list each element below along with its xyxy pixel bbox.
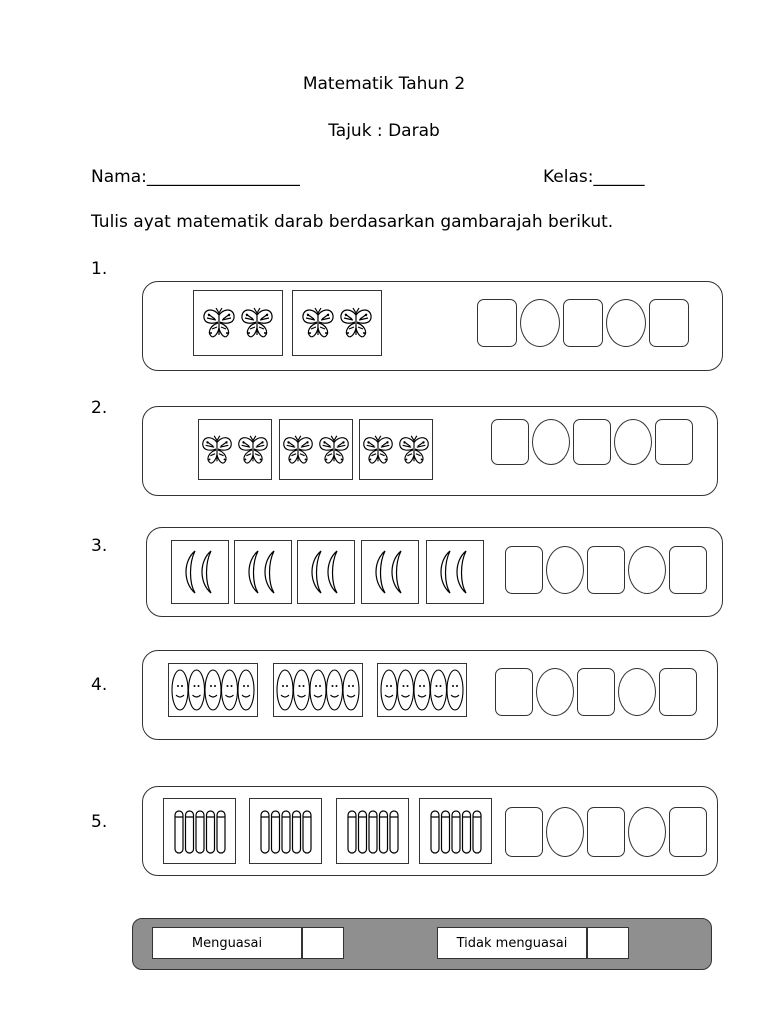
operator-oval[interactable]	[520, 299, 560, 347]
picture-group	[361, 540, 419, 604]
banana-icon	[433, 547, 477, 597]
picture-group	[336, 798, 409, 864]
question-4-row	[142, 650, 718, 740]
answer-box[interactable]	[495, 668, 533, 716]
butterfly-icon	[200, 432, 234, 468]
operator-oval[interactable]	[628, 807, 666, 857]
picture-group	[163, 798, 236, 864]
not-mastered-checkbox[interactable]	[587, 927, 629, 959]
picture-group	[359, 419, 433, 480]
answer-box[interactable]	[491, 419, 529, 465]
pencil-icon	[258, 805, 314, 857]
butterfly-icon	[201, 305, 237, 341]
operator-oval[interactable]	[614, 419, 652, 465]
instruction-text: Tulis ayat matematik darab berdasarkan g…	[91, 212, 614, 232]
answer-box[interactable]	[505, 546, 543, 594]
smiley-egg-icon	[380, 668, 464, 712]
operator-oval[interactable]	[546, 807, 584, 857]
mastered-checkbox[interactable]	[302, 927, 344, 959]
worksheet-topic: Tajuk : Darab	[328, 121, 440, 141]
not-mastered-label: Tidak menguasai	[437, 927, 587, 959]
answer-box[interactable]	[563, 299, 603, 347]
answer-box[interactable]	[649, 299, 689, 347]
butterfly-icon	[317, 432, 351, 468]
name-field[interactable]: Nama:__________________	[91, 167, 300, 187]
question-number: 3.	[91, 536, 108, 556]
answer-box[interactable]	[477, 299, 517, 347]
assessment-bar: Menguasai Tidak menguasai	[132, 918, 712, 970]
smiley-egg-icon	[276, 668, 360, 712]
smiley-egg-icon	[171, 668, 255, 712]
picture-group	[171, 540, 229, 604]
picture-group	[249, 798, 322, 864]
answer-box[interactable]	[669, 546, 707, 594]
mastered-label: Menguasai	[152, 927, 302, 959]
answer-boxes	[505, 546, 707, 594]
answer-boxes	[477, 299, 689, 347]
butterfly-icon	[236, 432, 270, 468]
operator-oval[interactable]	[536, 668, 574, 716]
butterfly-icon	[361, 432, 395, 468]
question-number: 2.	[91, 398, 108, 418]
answer-box[interactable]	[659, 668, 697, 716]
answer-box[interactable]	[577, 668, 615, 716]
picture-group	[168, 663, 258, 717]
answer-boxes	[505, 807, 707, 857]
picture-group	[273, 663, 363, 717]
operator-oval[interactable]	[606, 299, 646, 347]
banana-icon	[241, 547, 285, 597]
answer-box[interactable]	[655, 419, 693, 465]
butterfly-icon	[397, 432, 431, 468]
worksheet-title: Matematik Tahun 2	[302, 74, 466, 94]
picture-group	[297, 540, 355, 604]
butterfly-icon	[338, 305, 374, 341]
answer-box[interactable]	[573, 419, 611, 465]
butterfly-icon	[300, 305, 336, 341]
picture-group	[419, 798, 492, 864]
answer-box[interactable]	[587, 807, 625, 857]
question-number: 5.	[91, 812, 108, 832]
banana-icon	[304, 547, 348, 597]
question-5-row	[142, 786, 718, 876]
question-3-row	[146, 527, 723, 617]
banana-icon	[368, 547, 412, 597]
operator-oval[interactable]	[628, 546, 666, 594]
banana-icon	[178, 547, 222, 597]
pencil-icon	[345, 805, 401, 857]
answer-box[interactable]	[669, 807, 707, 857]
pencil-icon	[428, 805, 484, 857]
question-2-row	[142, 406, 718, 496]
answer-boxes	[495, 668, 697, 716]
picture-group	[198, 419, 272, 480]
question-number: 1.	[91, 259, 108, 279]
answer-box[interactable]	[505, 807, 543, 857]
answer-boxes	[491, 419, 693, 465]
operator-oval[interactable]	[546, 546, 584, 594]
butterfly-icon	[281, 432, 315, 468]
picture-group	[377, 663, 467, 717]
question-number: 4.	[91, 675, 108, 695]
pencil-icon	[172, 805, 228, 857]
class-field[interactable]: Kelas:______	[543, 167, 645, 187]
question-1-row	[142, 281, 723, 371]
operator-oval[interactable]	[532, 419, 570, 465]
answer-box[interactable]	[587, 546, 625, 594]
picture-group	[279, 419, 353, 480]
picture-group	[193, 290, 283, 356]
operator-oval[interactable]	[618, 668, 656, 716]
butterfly-icon	[239, 305, 275, 341]
picture-group	[426, 540, 484, 604]
picture-group	[292, 290, 382, 356]
picture-group	[234, 540, 292, 604]
